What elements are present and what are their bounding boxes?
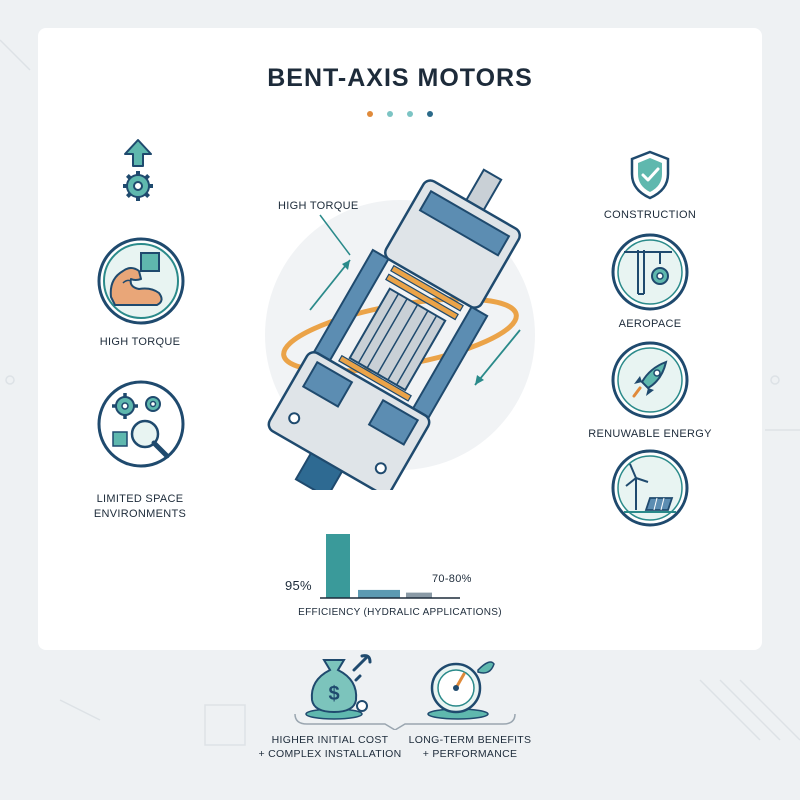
- center-high-torque-label: HIGH TORQUE: [278, 200, 359, 212]
- dot-navy: [427, 111, 433, 117]
- high-torque-label: HIGH TORQUE: [99, 336, 181, 348]
- benefits-label: LONG-TERM BENEFITS + PERFORMANCE: [395, 733, 545, 761]
- construction-label: CONSTRUCTION: [603, 209, 697, 221]
- dot-teal-2: [407, 111, 413, 117]
- rocket-icon: [611, 341, 689, 419]
- efficiency-low-label: 70-80%: [432, 573, 472, 585]
- gears-magnifier-icon: [97, 380, 185, 468]
- benefits-line2: + PERFORMANCE: [422, 748, 518, 760]
- money-bag-wrench-icon: $: [305, 654, 372, 720]
- title-dots: [0, 104, 800, 122]
- efficiency-high-label: 95%: [285, 578, 312, 593]
- efficiency-bar-2: [406, 592, 432, 598]
- cost-label: HIGHER INITIAL COST + COMPLEX INSTALLATI…: [250, 733, 410, 761]
- efficiency-chart: [320, 534, 460, 599]
- shield-check-icon: [630, 150, 670, 200]
- bent-axis-motor-cutaway-icon: [265, 168, 535, 490]
- efficiency-bar-0: [326, 534, 350, 598]
- cost-line1: HIGHER INITIAL COST: [271, 734, 389, 746]
- efficiency-caption: EFFICIENCY (HYDRALIC APPLICATIONS): [298, 607, 502, 618]
- limited-space-label: LIMITED SPACE ENVIRONMENTS: [60, 492, 220, 522]
- limited-space-line1: LIMITED SPACE: [96, 493, 184, 505]
- cost-line2: + COMPLEX INSTALLATION: [258, 748, 402, 760]
- efficiency-bar-1: [358, 589, 400, 598]
- gauge-leaf-icon: [427, 661, 495, 720]
- aeropace-label: AEROPACE: [618, 318, 682, 330]
- dot-teal-1: [387, 111, 393, 117]
- limited-space-line2: ENVIRONMENTS: [93, 508, 187, 520]
- dot-orange: [367, 111, 373, 117]
- renewable-energy-label: RENUWABLE ENERGY: [588, 428, 712, 440]
- crane-gear-icon: [611, 233, 689, 311]
- flexed-arm-icon: [97, 237, 185, 325]
- benefits-line1: LONG-TERM BENEFITS: [408, 734, 532, 746]
- svg-text:$: $: [328, 683, 339, 705]
- page-title: BENT-AXIS MOTORS: [267, 64, 533, 92]
- arrow-up-gear-icon: [123, 139, 153, 201]
- wind-solar-icon: [611, 449, 689, 527]
- bottom-tray: [294, 713, 516, 730]
